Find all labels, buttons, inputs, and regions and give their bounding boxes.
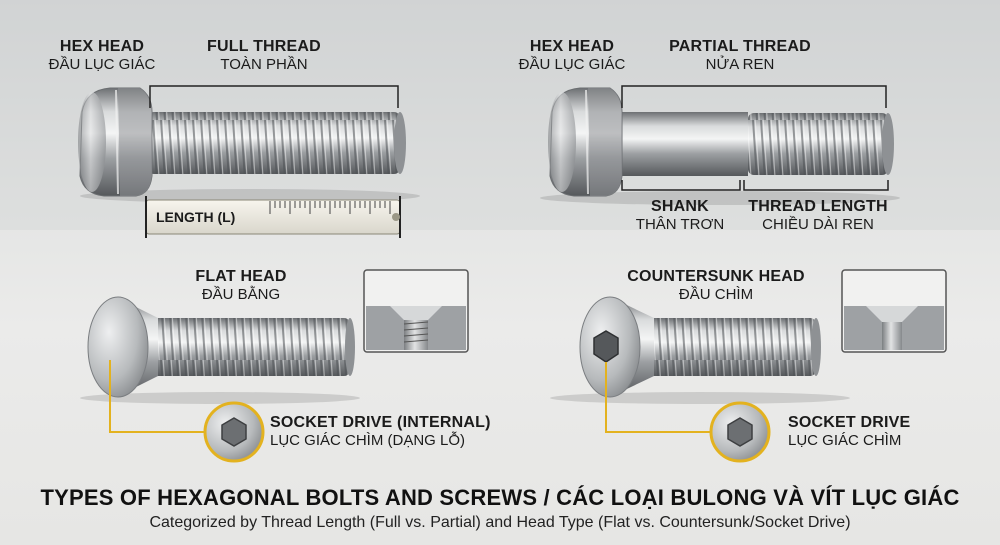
- thread-length-vi: CHIỀU DÀI REN: [762, 216, 874, 234]
- socket-drive-internal-en: SOCKET DRIVE (INTERNAL): [270, 414, 491, 431]
- shank-label: SHANK THÂN TRƠN: [626, 198, 734, 234]
- full-thread-en: FULL THREAD: [207, 38, 321, 55]
- hex-head-right-en: HEX HEAD: [529, 38, 615, 55]
- flat-head-label: FLAT HEAD ĐẦU BẰNG: [176, 268, 306, 304]
- footer-title: TYPES OF HEXAGONAL BOLTS AND SCREWS / CÁ…: [40, 485, 960, 510]
- socket-drive-internal-label: SOCKET DRIVE (INTERNAL) LỤC GIÁC CHÌM (D…: [270, 414, 491, 450]
- partial-thread-en: PARTIAL THREAD: [669, 38, 811, 55]
- flat-head-bolt: [80, 296, 360, 404]
- shank-vi: THÂN TRƠN: [635, 216, 725, 234]
- socket-drive-vi: LỤC GIÁC CHÌM: [788, 432, 902, 450]
- shank-bracket: [621, 180, 741, 191]
- partial-thread-vi: NỬA REN: [705, 56, 775, 74]
- full-thread-bracket: [149, 85, 399, 108]
- footer-subtitle: Categorized by Thread Length (Full vs. P…: [149, 514, 851, 531]
- length-ruler: [145, 196, 401, 238]
- countersunk-section-inset: [841, 269, 947, 353]
- socket-drive-callout-right: [605, 362, 771, 463]
- length-label: LENGTH (L): [156, 209, 236, 225]
- hex-head-label-left: HEX HEAD ĐẦU LỤC GIÁC: [40, 38, 164, 74]
- partial-thread-hex-bolt: [540, 87, 900, 205]
- socket-drive-callout-left: [109, 360, 265, 463]
- hex-head-label-right: HEX HEAD ĐẦU LỤC GIÁC: [510, 38, 634, 74]
- socket-drive-internal-vi: LỤC GIÁC CHÌM (DẠNG LỖ): [270, 432, 466, 450]
- thread-length-en: THREAD LENGTH: [748, 198, 888, 215]
- countersunk-head-vi: ĐẦU CHÌM: [678, 286, 754, 304]
- hex-head-right-vi: ĐẦU LỤC GIÁC: [518, 56, 626, 74]
- full-thread-label: FULL THREAD TOÀN PHẦN: [184, 38, 344, 74]
- flat-head-section-inset: [363, 269, 469, 353]
- hex-head-left-en: HEX HEAD: [59, 38, 145, 55]
- socket-drive-label: SOCKET DRIVE LỤC GIÁC CHÌM: [788, 414, 910, 450]
- countersunk-socket-bolt: [550, 296, 850, 404]
- thread-length-label: THREAD LENGTH CHIỀU DÀI REN: [736, 198, 900, 234]
- flat-head-vi: ĐẦU BẰNG: [201, 286, 281, 304]
- hex-head-left-vi: ĐẦU LỤC GIÁC: [48, 56, 156, 74]
- countersunk-head-en: COUNTERSUNK HEAD: [627, 268, 805, 285]
- countersunk-head-label: COUNTERSUNK HEAD ĐẦU CHÌM: [606, 268, 826, 304]
- socket-drive-en: SOCKET DRIVE: [788, 414, 911, 431]
- partial-thread-label: PARTIAL THREAD NỬA REN: [656, 38, 824, 74]
- thread-length-bracket: [743, 180, 889, 191]
- shank-en: SHANK: [651, 198, 709, 215]
- full-thread-hex-bolt: [78, 87, 420, 203]
- flat-head-en: FLAT HEAD: [195, 268, 287, 285]
- partial-thread-bracket: [621, 85, 887, 108]
- full-thread-vi: TOÀN PHẦN: [220, 56, 308, 74]
